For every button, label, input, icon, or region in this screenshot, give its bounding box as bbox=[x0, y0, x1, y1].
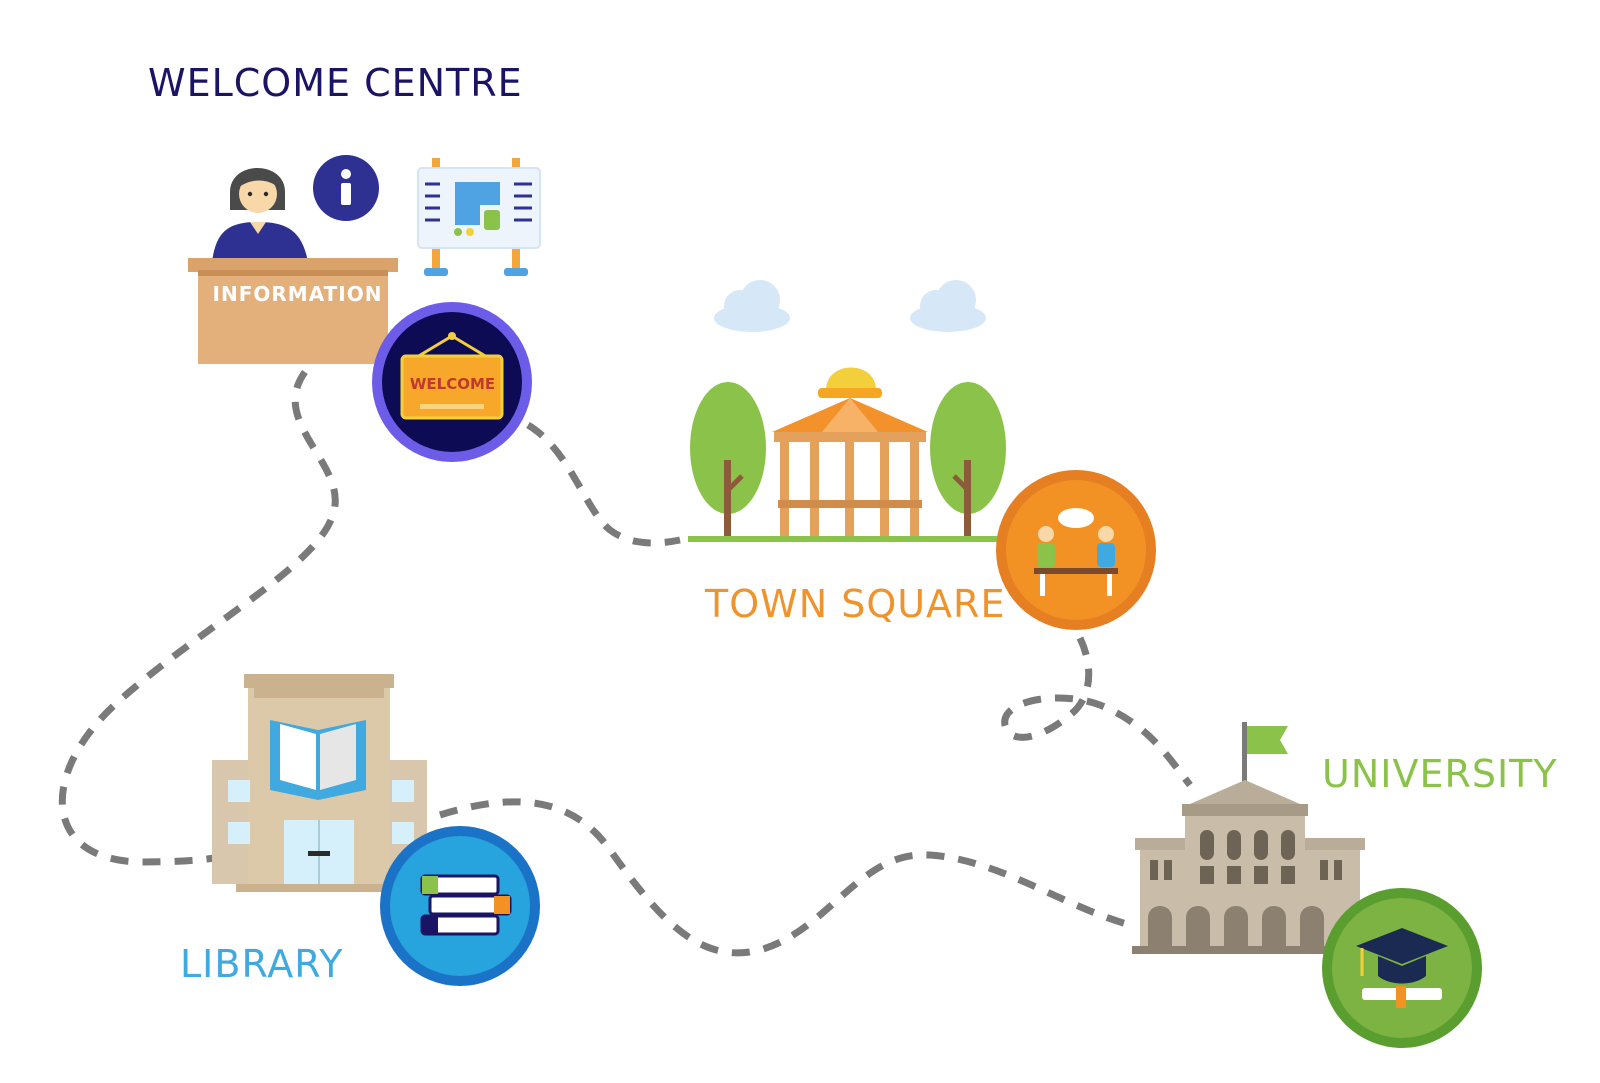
welcome-centre-label: WELCOME CENTRE bbox=[148, 61, 523, 105]
town-square-badge bbox=[996, 470, 1156, 630]
library-badge bbox=[380, 826, 540, 986]
flag-icon bbox=[1242, 722, 1288, 788]
cloud-icon-2 bbox=[910, 280, 986, 332]
welcome-badge bbox=[372, 302, 532, 462]
welcome-sign-text: WELCOME bbox=[409, 375, 496, 393]
town-square-label: TOWN SQUARE bbox=[705, 582, 1006, 626]
path-welcome-to-library bbox=[58, 369, 339, 866]
path-library-to-university bbox=[438, 798, 1131, 957]
gazebo-icon bbox=[772, 367, 928, 538]
meeting-icon bbox=[1034, 508, 1118, 596]
tree-icon bbox=[690, 382, 766, 540]
welcome-sign-icon bbox=[400, 354, 504, 420]
university-badge bbox=[1322, 888, 1482, 1048]
library-building-icon bbox=[212, 674, 427, 892]
university-label: UNIVERSITY bbox=[1322, 752, 1558, 796]
path-town-to-university bbox=[1001, 636, 1193, 788]
tree-icon-2 bbox=[930, 382, 1006, 540]
cloud-icon bbox=[714, 280, 790, 332]
information-desk-text: INFORMATION bbox=[212, 282, 383, 306]
path-group bbox=[58, 369, 1193, 957]
books-icon bbox=[420, 874, 512, 936]
info-icon bbox=[313, 155, 379, 221]
graduation-cap-icon bbox=[1356, 928, 1448, 1008]
receptionist-icon bbox=[212, 168, 308, 262]
map-board-icon bbox=[417, 158, 541, 276]
information-desk bbox=[188, 258, 398, 364]
town-square-ground bbox=[688, 536, 998, 542]
university-building-icon bbox=[1132, 780, 1368, 954]
library-label: LIBRARY bbox=[180, 942, 344, 986]
path-welcome-to-town bbox=[526, 421, 681, 547]
